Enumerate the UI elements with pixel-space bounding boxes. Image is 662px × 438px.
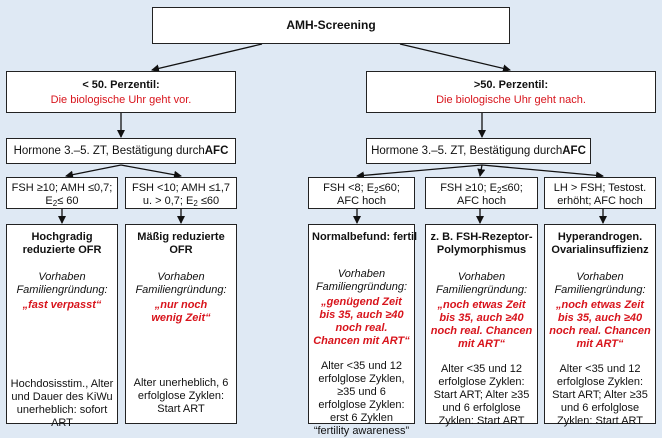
arrow-right-crit2 (477, 164, 486, 177)
left-hormone-node: Hormone 3.–5. ZT, Bestätigung durch AFC (6, 138, 236, 164)
arrow-right-crit3 (481, 164, 604, 180)
outcome-1-plan-label: Vorhaben Familiengründung: (16, 271, 108, 296)
right-hormone-afc: AFC (562, 144, 586, 157)
outcome-3-plan-label: Vorhaben Familiengründung: (315, 268, 408, 293)
outcome-3-title: Normalbefund: fertil (312, 231, 418, 243)
outcome-3-quote: „genügend Zeit bis 35, auch ≥40 noch rea… (313, 296, 410, 347)
outcome-1-title: Hochgradig reduzierte OFR (22, 231, 102, 256)
right-clock-text: Die biologische Uhr geht nach. (436, 94, 586, 106)
outcome-4-plan-label: Vorhaben Familiengründung: (435, 271, 528, 296)
outcome-4-advice: Alter <35 und 12 erfolglose Zyklen: Star… (433, 363, 530, 427)
outcome-5-quote: „noch etwas Zeit bis 35, auch ≥40 noch r… (549, 299, 651, 350)
criteria-node-4: FSH ≥10; E2≤60; AFC hoch (425, 177, 538, 209)
outcome-node-5: Hyperandrogen. Ovarialinsuffizienz Vorha… (544, 224, 656, 427)
criteria-node-2: FSH <10; AMH ≤1,7 u. > 0,7; E2 ≤60 (125, 177, 237, 209)
criteria-2-sub: 2 (193, 199, 198, 208)
left-percentile-node: < 50. Perzentil: Die biologische Uhr geh… (6, 71, 236, 113)
criteria-3-rest: ≤60; AFC hoch (337, 182, 400, 207)
outcome-node-1: Hochgradig reduzierte OFR Vorhaben Famil… (6, 224, 118, 429)
criteria-1-line1: FSH ≥10; AMH ≤0,7; (11, 182, 113, 194)
criteria-node-5: LH > FSH; Testost. erhöht; AFC hoch (544, 177, 656, 209)
right-percentile-node: >50. Perzentil: Die biologische Uhr geht… (366, 71, 656, 113)
outcome-2-title: Mäßig reduzierte OFR (137, 231, 225, 256)
left-clock-text: Die biologische Uhr geht vor. (50, 94, 192, 106)
criteria-2-line1: FSH <10; AMH ≤1,7 (131, 182, 231, 194)
outcome-node-4: z. B. FSH-Rezeptor-Polymorphismus Vorhab… (425, 224, 538, 427)
arrow-right-crit1 (356, 164, 483, 180)
root-node: AMH-Screening (152, 7, 510, 44)
arrow-root-left (151, 43, 263, 73)
outcome-5-plan-label: Vorhaben Familiengründung: (554, 271, 646, 296)
outcome-2-advice: Alter unerheblich, 6 erfolglose Zyklen: … (133, 377, 229, 415)
criteria-1-rest: ≤ 60 (57, 195, 79, 207)
outcome-5-title: Hyperandrogen. Ovarialinsuffizienz (551, 231, 649, 256)
criteria-1-e: E (45, 195, 53, 207)
right-hormone-text: Hormone 3.–5. ZT, Bestätigung durch (371, 144, 563, 157)
criteria-5-text: LH > FSH; Testost. erhöht; AFC hoch (553, 182, 647, 207)
left-hormone-afc: AFC (204, 144, 229, 157)
criteria-2-rest: ≤60 (197, 195, 220, 207)
criteria-3-sub: 2 (374, 186, 379, 195)
root-title: AMH-Screening (286, 18, 376, 32)
right-hormone-node: Hormone 3.–5. ZT, Bestätigung durch AFC (366, 138, 591, 164)
criteria-node-3: FSH <8; E2≤60; AFC hoch (308, 177, 415, 209)
criteria-4-rest: ≤60; AFC hoch (457, 182, 523, 207)
criteria-2-pre: u. > 0,7; E (142, 195, 194, 207)
criteria-4-sub: 2 (496, 186, 502, 195)
outcome-1-advice: Hochdosisstim., Alter und Dauer des KiWu… (10, 378, 114, 429)
outcome-4-quote: „noch etwas Zeit bis 35, auch ≥40 noch r… (430, 299, 533, 350)
outcome-node-2: Mäßig reduzierte OFR Vorhaben Familiengr… (125, 224, 237, 424)
criteria-1-sub: 2 (52, 199, 58, 208)
arrow-root-right (399, 43, 511, 73)
outcome-5-advice: Alter <35 und 12 erfolglose Zyklen: Star… (552, 363, 648, 427)
criteria-node-1: FSH ≥10; AMH ≤0,7; E2≤ 60 (6, 177, 118, 209)
arrow-left-crit2 (120, 164, 182, 179)
outcome-4-title: z. B. FSH-Rezeptor-Polymorphismus (430, 231, 533, 256)
right-percentile-label: >50. Perzentil: (473, 79, 549, 91)
left-percentile-label: < 50. Perzentil: (82, 79, 160, 91)
outcome-2-plan-label: Vorhaben Familiengründung: (135, 271, 227, 296)
criteria-3-pre: FSH <8; E (323, 182, 375, 194)
outcome-1-quote: „fast verpasst“ (22, 299, 102, 311)
arrow-left-crit1 (65, 164, 122, 179)
outcome-3-advice: Alter <35 und 12 erfolglose Zyklen, ≥35 … (313, 360, 410, 437)
outcome-node-3: Normalbefund: fertil Vorhaben Familiengr… (308, 224, 418, 437)
left-hormone-text: Hormone 3.–5. ZT, Bestätigung durch (13, 144, 205, 157)
criteria-4-pre: FSH ≥10; E (440, 182, 497, 194)
outcome-2-quote: „nur noch wenig Zeit“ (151, 299, 211, 324)
